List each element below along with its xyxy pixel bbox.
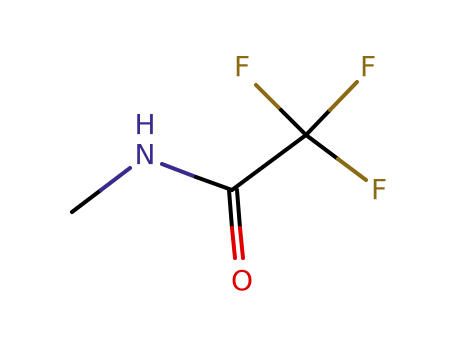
bond-cf3-f1-left [254,83,283,112]
atom-oxygen: O [231,264,253,297]
atom-hydrogen: H [134,108,155,141]
bond-co-double-a-bottom [230,226,237,260]
bond-co-double-a-top [227,188,234,230]
atom-fluorine-1: F [234,50,250,83]
bond-cf3-f2-left [304,108,332,137]
bond-methyl-n-right [99,166,132,192]
bond-co-double-b-bottom [238,226,245,260]
bond-cf3-f3-left [304,133,340,161]
bond-n-carbonyl-left [160,162,198,179]
bond-n-carbonyl-right [194,175,234,192]
atom-fluorine-3: F [371,173,387,206]
bond-methyl-n-left [70,188,103,214]
bond-group [70,80,368,260]
bond-cf3-f1-right [279,108,308,137]
bond-co-double-b-top [235,188,242,230]
bond-cf3-f2-right [328,80,359,112]
atom-fluorine-2: F [360,50,376,83]
bond-cf3-f3-right [336,157,368,182]
bond-carbonyl-cf3 [230,133,308,192]
atom-nitrogen: N [135,138,156,171]
